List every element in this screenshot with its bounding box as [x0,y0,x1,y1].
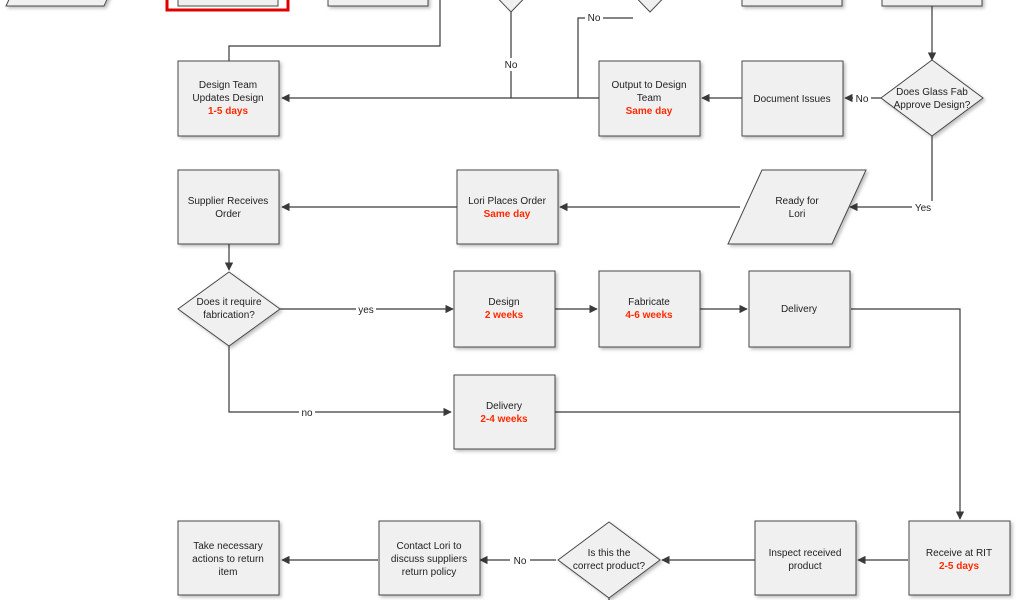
edge-label-no-fabrication: no [301,408,313,419]
node-glass-fab-decision[interactable]: Does Glass Fab Approve Design? [880,59,984,137]
edge-label-no-top-left: No [505,60,518,71]
node-supplier-receives-order[interactable]: Supplier Receives Order [177,169,280,245]
edge-label-yes-fabrication: yes [358,305,374,316]
node-text: Updates Design [192,93,263,104]
node-fabrication-decision[interactable]: Does it require fabrication? [177,271,281,347]
edge-label-no-correct-product: No [514,556,527,567]
node-text: fabrication? [203,310,255,321]
edge-fab-no [228,346,452,417]
node-text: Ready for [775,196,819,207]
node-text: actions to return [192,554,264,565]
node-take-necessary-actions[interactable]: Take necessary actions to return item [177,520,280,596]
partial-box-top-3 [741,0,843,7]
node-duration: 4-6 weeks [625,310,673,321]
node-text: Design [488,297,519,308]
node-text: product [788,561,822,572]
partial-parallelogram-top [5,0,108,7]
node-text: correct product? [573,561,646,572]
node-contact-lori[interactable]: Contact Lori to discuss suppliers return… [378,520,481,596]
node-lori-places-order[interactable]: Lori Places Order Same day [456,169,559,245]
node-delivery-direct[interactable]: Delivery 2-4 weeks [453,374,556,450]
node-text: Does it require [196,297,261,308]
node-text: return policy [402,567,456,578]
node-duration: 2-4 weeks [480,414,528,425]
node-text: Team [637,93,661,104]
edge-label-no-top-right: No [588,13,601,24]
node-text: Lori Places Order [468,196,546,207]
node-text: item [219,567,238,578]
node-text: Document Issues [753,94,830,105]
node-text: Delivery [486,401,522,412]
node-correct-product-decision[interactable]: Is this the correct product? [557,521,661,599]
edge-label-yes-glass-fab: Yes [915,203,931,214]
node-duration: 2 weeks [485,310,524,321]
node-design-step[interactable]: Design 2 weeks [453,270,556,348]
node-text: Approve Design? [894,100,971,111]
node-text: Supplier Receives [188,196,269,207]
partial-box-top-4 [881,0,983,7]
node-text: Design Team [199,80,257,91]
selection-highlight [165,0,290,12]
node-delivery-after-fabrication[interactable]: Delivery [748,270,851,348]
node-fabricate-step[interactable]: Fabricate 4-6 weeks [598,270,701,348]
node-text: Inspect received [769,548,842,559]
node-text: Order [215,209,241,220]
partial-diamond-top-1 [498,0,524,13]
node-duration: Same day [626,106,673,117]
node-text: Lori [789,209,806,220]
node-receive-at-rit[interactable]: Receive at RIT 2-5 days [908,520,1011,596]
node-text: Is this the [588,548,631,559]
node-text: Does Glass Fab [896,87,968,98]
node-text: Delivery [781,304,817,315]
node-text: Receive at RIT [926,548,992,559]
edge-delivery-to-rit [851,308,965,520]
edge-label-no-glass-fab: No [856,94,869,105]
node-text: Output to Design [611,80,686,91]
edge-top-to-design-team [228,0,441,61]
node-text: Contact Lori to [396,541,461,552]
partial-box-top-highlighted[interactable] [177,0,279,7]
node-text: Take necessary [193,541,262,552]
node-inspect-received-product[interactable]: Inspect received product [754,520,857,596]
edge-diamond2-no [577,17,633,98]
node-design-team-updates[interactable]: Design Team Updates Design 1-5 days [177,60,280,137]
node-document-issues[interactable]: Document Issues [741,60,844,137]
node-text: Fabricate [628,297,670,308]
node-ready-for-lori[interactable]: Ready for Lori [727,169,867,245]
partial-box-top-2 [327,0,429,7]
node-duration: 2-5 days [939,561,979,572]
node-duration: Same day [484,209,531,220]
node-text: discuss suppliers [391,554,467,565]
node-output-to-design-team[interactable]: Output to Design Team Same day [598,60,701,137]
partial-diamond-top-2 [637,0,663,13]
node-duration: 1-5 days [208,106,248,117]
